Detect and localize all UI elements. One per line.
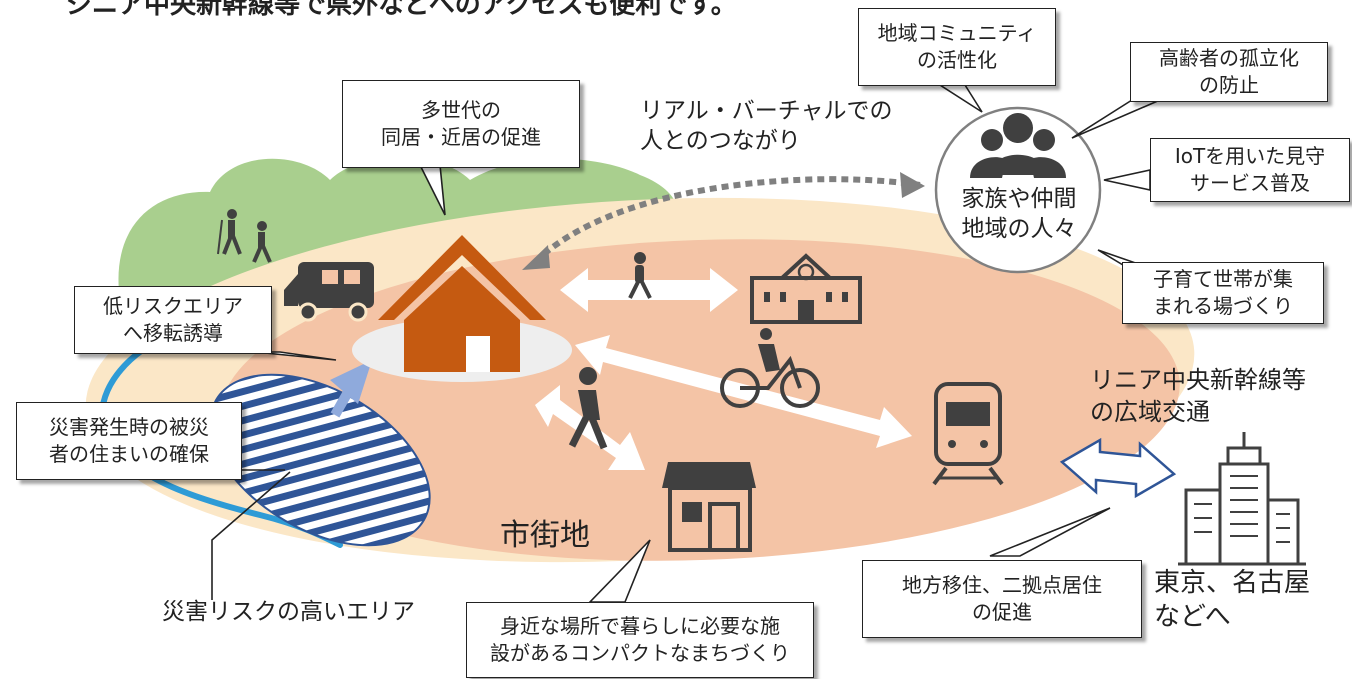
callout-compact: 身近な場所で暮らしに必要な施 設があるコンパクトなまちづくり <box>466 602 814 678</box>
virtual-link-head-left <box>522 245 550 270</box>
house-shop-arrow <box>535 385 645 470</box>
callout-lowrisk: 低リスクエリア へ移転誘導 <box>74 286 272 354</box>
risk-area-label: 災害リスクの高いエリア <box>162 599 415 625</box>
callout-migration: 地方移住、二拠点居住 の促進 <box>862 560 1142 638</box>
callout-multigen-line2: 同居・近居の促進 <box>381 125 541 149</box>
hikers-icon <box>217 209 272 263</box>
house-school-arrow <box>560 268 738 312</box>
callout-childcare: 子育て世帯が集 まれる場づくり <box>1122 262 1324 324</box>
walker-icon <box>628 252 652 299</box>
people-group-icon <box>970 113 1066 178</box>
school-icon <box>750 253 862 324</box>
callout-childcare-line1: 子育て世帯が集 <box>1153 267 1293 291</box>
callout-community: 地域コミュニティ の活性化 <box>858 8 1056 86</box>
virtual-link-head-right <box>900 172 925 198</box>
linear-transit-line2: の広域交通 <box>1090 398 1210 426</box>
iot-tail <box>1103 169 1151 191</box>
migration-tail <box>989 507 1111 557</box>
callout-community-line2: の活性化 <box>917 48 997 72</box>
callout-iot-line1: IoTを用いた見守 <box>1174 144 1326 168</box>
people-label-line2: 地域の人々 <box>961 216 1077 242</box>
walker-large-icon <box>568 367 608 450</box>
people-circle <box>934 106 1102 274</box>
callout-multigen-line1: 多世代の <box>421 98 501 122</box>
tokyo-label-line2: などへ <box>1154 602 1231 632</box>
tokyo-label: 東京、名古屋 などへ <box>1154 566 1310 634</box>
callout-compact-line1: 身近な場所で暮らしに必要な施 <box>500 614 780 638</box>
virtual-connection-label: リアル・バーチャルでの 人とのつながり <box>640 96 893 156</box>
community-tail <box>937 84 983 113</box>
header-cut-text: ジニア中央新幹線等で県外などへのアクセスも便利です。 <box>66 0 737 20</box>
callout-lowrisk-line1: 低リスクエリア <box>103 294 243 318</box>
callout-lowrisk-line2: へ移転誘導 <box>123 321 223 345</box>
callout-multigen: 多世代の 同居・近居の促進 <box>342 80 580 168</box>
virtual-connection-line2: 人とのつながり <box>640 128 801 154</box>
virtual-connection-line1: リアル・バーチャルでの <box>640 98 893 124</box>
city-label: 市街地 <box>500 518 590 553</box>
train-icon <box>932 382 1004 486</box>
callout-migration-line1: 地方移住、二拠点居住 <box>902 573 1102 597</box>
camper-van-icon <box>284 262 374 322</box>
risk-leader-line <box>211 471 291 600</box>
house-train-arrow <box>575 335 912 448</box>
callout-elderly-line1: 高齢者の孤立化 <box>1159 46 1299 70</box>
virtual-link-arrow <box>532 176 921 265</box>
callout-migration-line2: の促進 <box>972 600 1032 624</box>
callout-elderly-line2: の防止 <box>1199 73 1259 97</box>
callout-compact-line2: 設があるコンパクトなまちづくり <box>490 641 790 665</box>
people-label-line1: 家族や仲間 <box>961 186 1077 212</box>
callout-disaster-housing-line1: 災害発生時の被災 <box>49 415 209 439</box>
shop-icon <box>662 462 756 552</box>
building-icon <box>1178 432 1306 566</box>
callout-disaster-housing: 災害発生時の被災 者の住まいの確保 <box>16 402 242 480</box>
wide-area-arrow <box>1059 437 1177 499</box>
callout-disaster-housing-line2: 者の住まいの確保 <box>49 442 209 466</box>
linear-transit-line1: リニア中央新幹線等 <box>1090 366 1306 394</box>
callout-iot: IoTを用いた見守 サービス普及 <box>1150 138 1350 202</box>
relocate-arrow <box>330 360 372 418</box>
callout-iot-line2: サービス普及 <box>1190 171 1310 195</box>
elderly-tail <box>1071 99 1161 139</box>
callout-childcare-line2: まれる場づくり <box>1153 294 1293 318</box>
cyclist-icon <box>720 328 820 408</box>
house-icon <box>378 235 546 372</box>
callout-community-line1: 地域コミュニティ <box>877 21 1037 45</box>
linear-transit-label: リニア中央新幹線等 の広域交通 <box>1090 364 1306 428</box>
callout-elderly: 高齢者の孤立化 の防止 <box>1130 42 1328 102</box>
people-label: 家族や仲間 地域の人々 <box>944 184 1094 244</box>
tokyo-label-line1: 東京、名古屋 <box>1154 568 1311 598</box>
